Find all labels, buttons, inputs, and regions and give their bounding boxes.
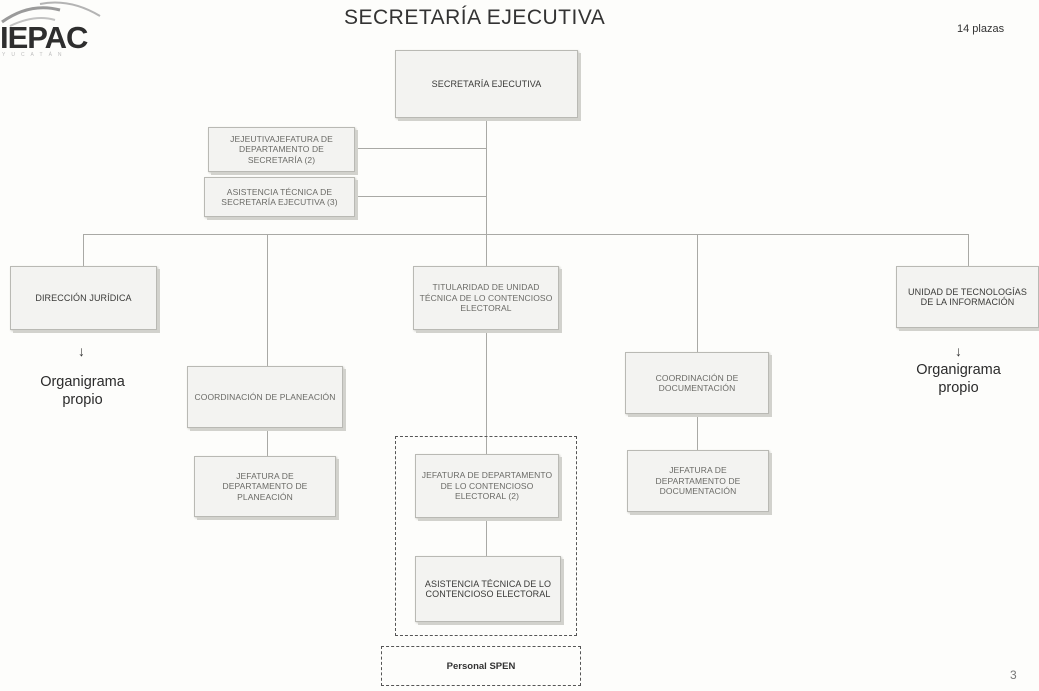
plazas-count: 14 plazas xyxy=(957,23,1005,35)
connector-jefatura-secretaria xyxy=(355,148,486,149)
node-label: DIRECCIÓN JURÍDICA xyxy=(35,292,132,303)
connector-titularidad-down xyxy=(486,330,487,454)
logo-subtext: YUCATÁN xyxy=(2,52,68,58)
page-title: SECRETARÍA EJECUTIVA xyxy=(344,6,606,29)
connector-planeacion xyxy=(267,234,268,366)
node-asistencia-contencioso: ASISTENCIA TÉCNICA DE LO CONTENCIOSO ELE… xyxy=(415,556,561,622)
node-jefatura-secretaria: JEJEUTIVAJEFATURA DE DEPARTAMENTO DE SEC… xyxy=(208,127,355,172)
node-label: UNIDAD DE TECNOLOGÍAS DE LA INFORMACIÓN xyxy=(908,286,1027,308)
node-jefatura-documentacion: JEFATURA DE DEPARTAMENTO DE DOCUMENTACIÓ… xyxy=(627,450,769,512)
connector-root-down xyxy=(486,118,487,234)
node-unidad-tecnologias: UNIDAD DE TECNOLOGÍAS DE LA INFORMACIÓN xyxy=(896,266,1039,328)
node-label: ASISTENCIA TÉCNICA DE LO CONTENCIOSO ELE… xyxy=(424,578,552,600)
arrow-down-icon: ↓ xyxy=(78,343,85,359)
connector-planeacion-down xyxy=(267,428,268,456)
page-number: 3 xyxy=(1010,668,1017,682)
note-organigrama-tecnologias: Organigrama propio xyxy=(916,362,1001,396)
arrow-down-icon: ↓ xyxy=(955,343,962,359)
connector-titularidad xyxy=(486,234,487,266)
node-label: JEFATURA DE DEPARTAMENTO DE DOCUMENTACIÓ… xyxy=(655,465,741,497)
node-asistencia-secretaria: ASISTENCIA TÉCNICA DE SECRETARÍA EJECUTI… xyxy=(204,177,355,217)
iepac-logo: IEPAC YUCATÁN xyxy=(0,0,140,62)
connector-documentacion-down xyxy=(697,414,698,450)
node-titularidad-contencioso: TITULARIDAD DE UNIDAD TÉCNICA DE LO CONT… xyxy=(413,266,559,330)
node-direccion-juridica: DIRECCIÓN JURÍDICA xyxy=(10,266,157,330)
legend-label: Personal SPEN xyxy=(446,660,516,672)
note-organigrama-juridica: Organigrama propio xyxy=(40,374,125,408)
node-label: TITULARIDAD DE UNIDAD TÉCNICA DE LO CONT… xyxy=(419,282,553,314)
node-label: SECRETARÍA EJECUTIVA xyxy=(431,78,542,89)
connector-main-horizontal xyxy=(83,234,968,235)
connector-documentacion xyxy=(697,234,698,352)
node-jefatura-planeacion: JEFATURA DE DEPARTAMENTO DE PLANEACIÓN xyxy=(194,456,336,517)
node-jefatura-contencioso: JEFATURA DE DEPARTAMENTO DE LO CONTENCIO… xyxy=(415,454,559,518)
node-label: JEFATURA DE DEPARTAMENTO DE LO CONTENCIO… xyxy=(421,470,553,502)
node-secretaria-ejecutiva: SECRETARÍA EJECUTIVA xyxy=(395,50,578,118)
spen-group-frame xyxy=(395,436,577,636)
node-label: JEJEUTIVAJEFATURA DE DEPARTAMENTO DE SEC… xyxy=(230,133,333,165)
legend-personal-spen: Personal SPEN xyxy=(381,646,581,686)
node-label: JEFATURA DE DEPARTAMENTO DE PLANEACIÓN xyxy=(222,470,308,502)
connector-asistencia-secretaria xyxy=(355,196,486,197)
logo-text: IEPAC xyxy=(0,20,88,55)
node-label: COORDINACIÓN DE PLANEACIÓN xyxy=(194,391,336,402)
node-coordinacion-planeacion: COORDINACIÓN DE PLANEACIÓN xyxy=(187,366,343,428)
logo-swoosh-icon xyxy=(1,1,101,27)
node-coordinacion-documentacion: COORDINACIÓN DE DOCUMENTACIÓN xyxy=(625,352,769,414)
connector-juridica xyxy=(83,234,84,266)
node-label: ASISTENCIA TÉCNICA DE SECRETARÍA EJECUTI… xyxy=(221,186,338,208)
connector-tecnologias xyxy=(968,234,969,266)
connector-contencioso-down xyxy=(486,518,487,556)
node-label: COORDINACIÓN DE DOCUMENTACIÓN xyxy=(655,372,739,394)
